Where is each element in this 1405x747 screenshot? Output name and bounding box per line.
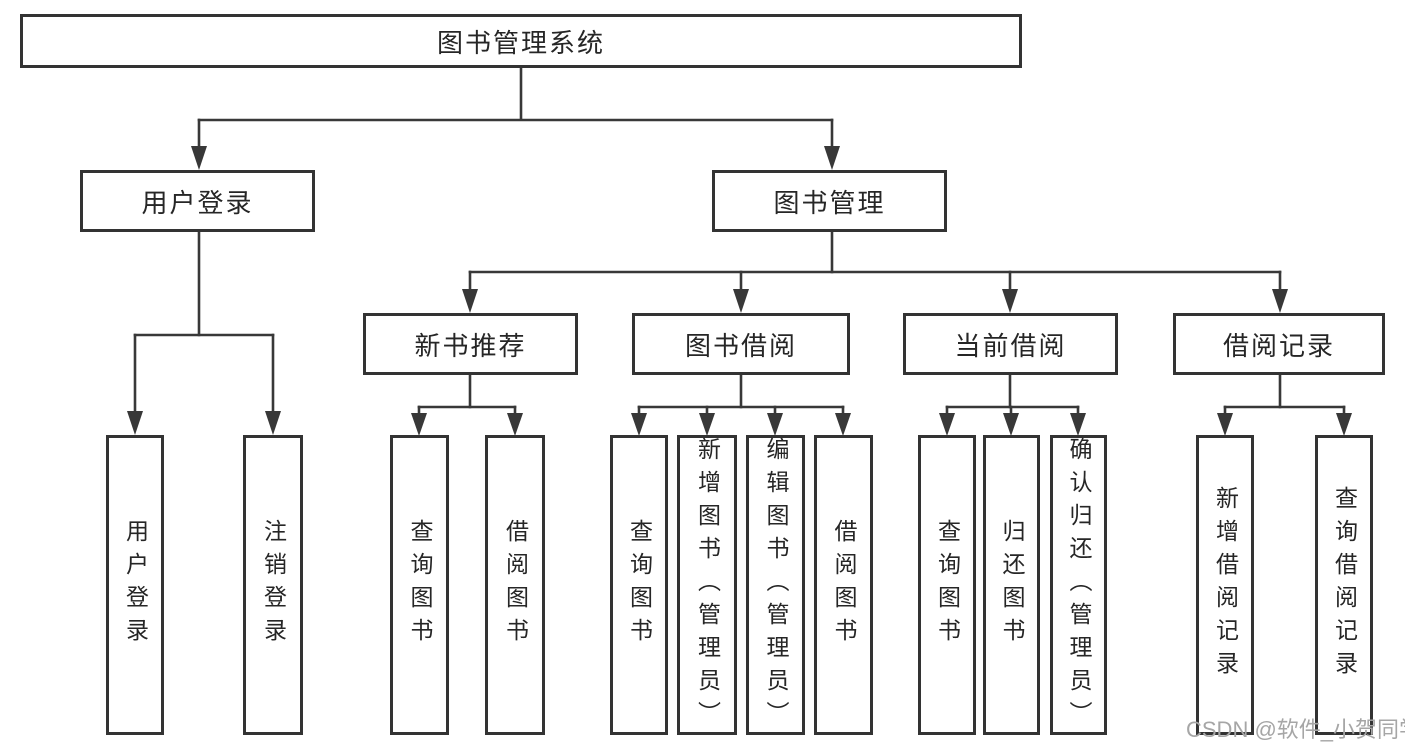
node-label: 当前借阅 [954,330,1067,361]
leaf-label: 查询图书 [626,519,653,651]
leaf-label: 确认归还（管理员） [1066,436,1092,734]
node-book-management: 图书管理 [712,170,947,232]
leaf-label: 注销登录 [260,519,287,651]
leaf-return-books: 归还图书 [983,435,1040,735]
node-borrowing-records: 借阅记录 [1173,313,1385,375]
leaf-label: 新增借阅记录 [1212,486,1239,684]
leaf-label: 新增图书（管理员） [694,436,721,734]
leaf-label: 归还图书 [999,519,1025,651]
node-label: 用户登录 [141,187,254,218]
leaf-query-borrow-record: 查询借阅记录 [1315,435,1373,735]
node-library-management-system: 图书管理系统 [20,14,1022,68]
node-user-login: 用户登录 [80,170,315,232]
leaf-label: 借阅图书 [502,519,529,651]
node-label: 新书推荐 [414,330,527,361]
leaf-borrow-books: 借阅图书 [814,435,873,735]
leaf-add-borrow-record: 新增借阅记录 [1196,435,1254,735]
leaf-label: 借阅图书 [831,519,857,651]
connector-borrowing-records-to-leaves [1217,373,1352,436]
leaf-add-books-admin: 新增图书（管理员） [677,435,737,735]
leaf-borrow-books-recommend: 借阅图书 [485,435,545,735]
node-current-borrowing: 当前借阅 [903,313,1118,375]
connector-book-borrowing-to-leaves [631,373,851,436]
connector-new-book-to-leaves [411,373,523,436]
node-book-borrowing: 图书借阅 [632,313,850,375]
node-label: 图书管理系统 [436,27,605,58]
node-label: 图书借阅 [684,330,797,361]
leaf-label: 查询图书 [934,519,961,651]
connector-root-to-level2 [191,66,840,170]
leaf-label: 查询图书 [407,519,433,651]
leaf-query-books-borrowing: 查询图书 [610,435,668,735]
connector-user-login-to-leaves [127,230,281,435]
leaf-user-login: 用户登录 [106,435,164,735]
leaf-query-books-recommend: 查询图书 [390,435,449,735]
watermark-text: CSDN @软件_小贺同学 [1186,717,1405,742]
node-new-book-recommendation: 新书推荐 [363,313,578,375]
leaf-logout: 注销登录 [243,435,303,735]
connector-book-management-to-level3 [462,230,1288,313]
leaf-edit-books-admin: 编辑图书（管理员） [746,435,805,735]
node-label: 图书管理 [773,187,886,218]
leaf-label: 编辑图书（管理员） [763,436,789,734]
leaf-query-books-current: 查询图书 [918,435,976,735]
leaf-label: 查询借阅记录 [1331,486,1358,684]
leaf-confirm-return-admin: 确认归还（管理员） [1050,435,1107,735]
leaf-label: 用户登录 [122,519,149,651]
node-label: 借阅记录 [1222,330,1335,361]
connector-current-borrowing-to-leaves [939,373,1086,436]
